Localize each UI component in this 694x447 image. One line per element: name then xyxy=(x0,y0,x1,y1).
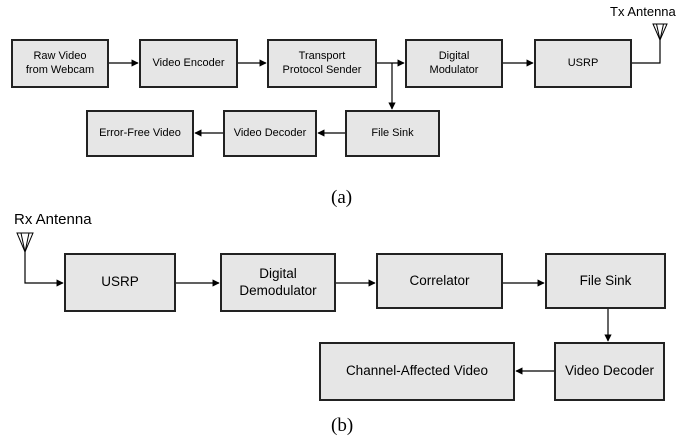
tx-antenna-icon xyxy=(652,23,668,42)
caption-a: (a) xyxy=(331,187,353,208)
rx-antenna-label: Rx Antenna xyxy=(14,211,92,228)
digital-demodulator-block: Digital Demodulator xyxy=(220,253,336,312)
usrp-rx-block: USRP xyxy=(64,253,176,312)
usrp-tx-block: USRP xyxy=(534,39,632,88)
tx-antenna-label: Tx Antenna xyxy=(610,4,676,19)
rx-antenna-icon xyxy=(16,232,34,254)
caption-b: (b) xyxy=(331,415,354,436)
video-decoder-rx-block: Video Decoder xyxy=(554,342,665,401)
raw-video-block: Raw Video from Webcam xyxy=(11,39,109,88)
line-usrp-to-tx-antenna xyxy=(632,40,661,64)
video-encoder-block: Video Encoder xyxy=(139,39,238,88)
file-sink-tx-block: File Sink xyxy=(345,110,440,157)
error-free-video-block: Error-Free Video xyxy=(86,110,194,157)
file-sink-rx-block: File Sink xyxy=(545,253,666,309)
digital-modulator-block: Digital Modulator xyxy=(405,39,503,88)
transport-protocol-sender-block: Transport Protocol Sender xyxy=(267,39,377,88)
channel-affected-video-block: Channel-Affected Video xyxy=(319,342,515,401)
correlator-block: Correlator xyxy=(376,253,503,309)
video-decoder-tx-block: Video Decoder xyxy=(223,110,317,157)
arrow-rx-antenna-to-usrp xyxy=(24,252,64,287)
